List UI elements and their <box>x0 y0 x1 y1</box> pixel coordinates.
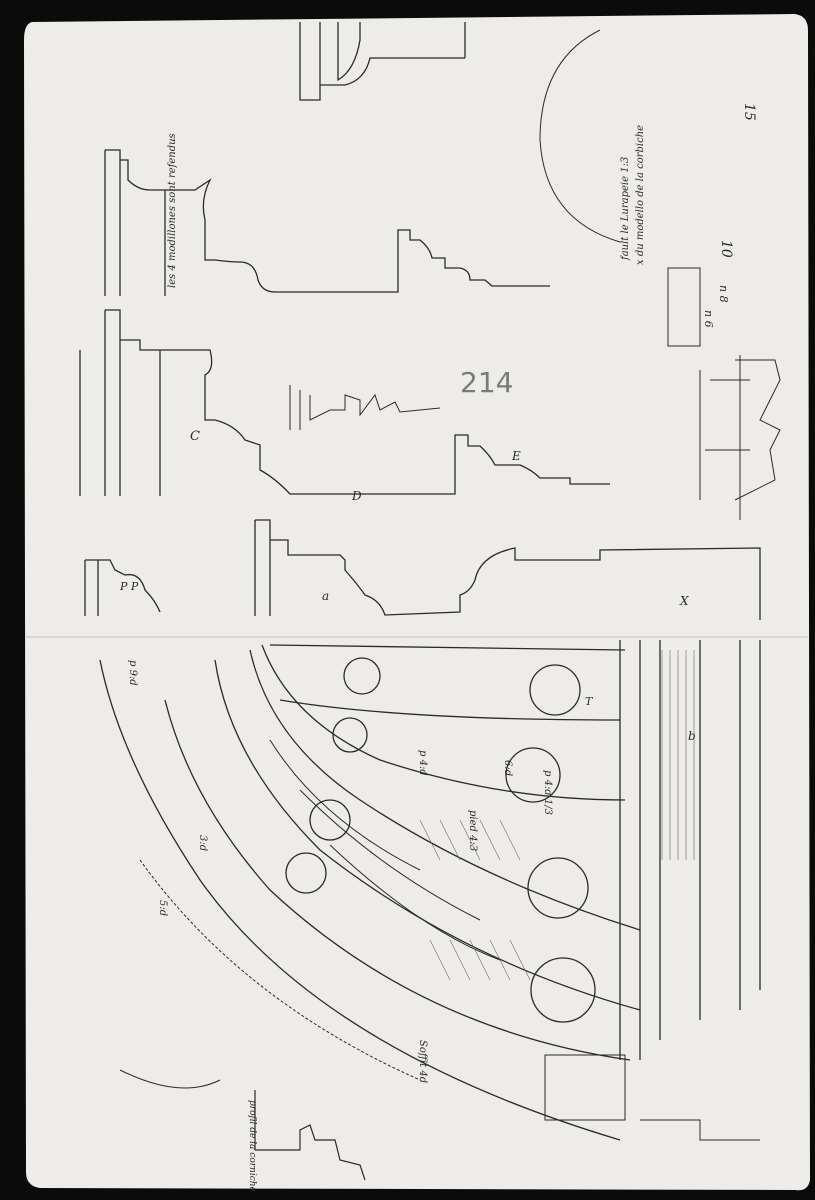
label-pp: P P <box>119 580 139 593</box>
measure-pied: pied 4:3 <box>467 810 478 851</box>
small-profile <box>84 559 161 616</box>
measure-p9d: p 9:d <box>127 660 138 686</box>
measure-n6: n 6 <box>702 310 715 328</box>
note-5d: 5:d <box>157 900 168 916</box>
vault-quarter-plan <box>99 640 761 1141</box>
bottom-arc <box>119 1069 221 1089</box>
paper-fold-line <box>26 636 808 638</box>
measure-p4d: p 4:d <box>417 750 428 776</box>
measure-3d: 3:d <box>197 835 208 851</box>
right-column-detail <box>699 355 781 520</box>
label-t: T <box>585 695 594 708</box>
cornice-profile-1 <box>104 149 550 296</box>
note-scale-1: fault le Lurapeie 1:3 <box>620 157 631 261</box>
measure-10: 10 <box>718 240 734 258</box>
label-a: a <box>322 589 329 603</box>
label-e: E <box>511 449 521 463</box>
cornice-profile-3 <box>254 519 761 620</box>
measure-6d: 6:d <box>502 760 513 776</box>
note-profil: profil de la corniche <box>247 1100 257 1192</box>
note-scale-2: x du modello de la corbiche <box>635 125 646 265</box>
label-d: D <box>351 489 362 503</box>
dome-arc <box>539 29 621 243</box>
hatching <box>419 650 695 981</box>
bottom-left-profile <box>254 1090 366 1181</box>
measure-p4d-b: p 4:d 1/3 <box>542 770 553 815</box>
catalog-number: 214 <box>460 366 513 399</box>
paper-sheet <box>24 14 810 1191</box>
cornice-profile-2 <box>79 309 610 496</box>
label-c: C <box>190 429 200 444</box>
page-number: 15 <box>741 103 757 121</box>
note-modillions: les 4 modillones sont refendus <box>167 133 178 288</box>
profile-drawings <box>79 22 781 620</box>
label-x: X <box>679 594 689 608</box>
measure-n8: n 8 <box>717 285 730 303</box>
note-soffit: Soffit 4d <box>417 1040 428 1083</box>
label-b: b <box>688 729 696 743</box>
small-stepped-profile <box>289 385 441 430</box>
